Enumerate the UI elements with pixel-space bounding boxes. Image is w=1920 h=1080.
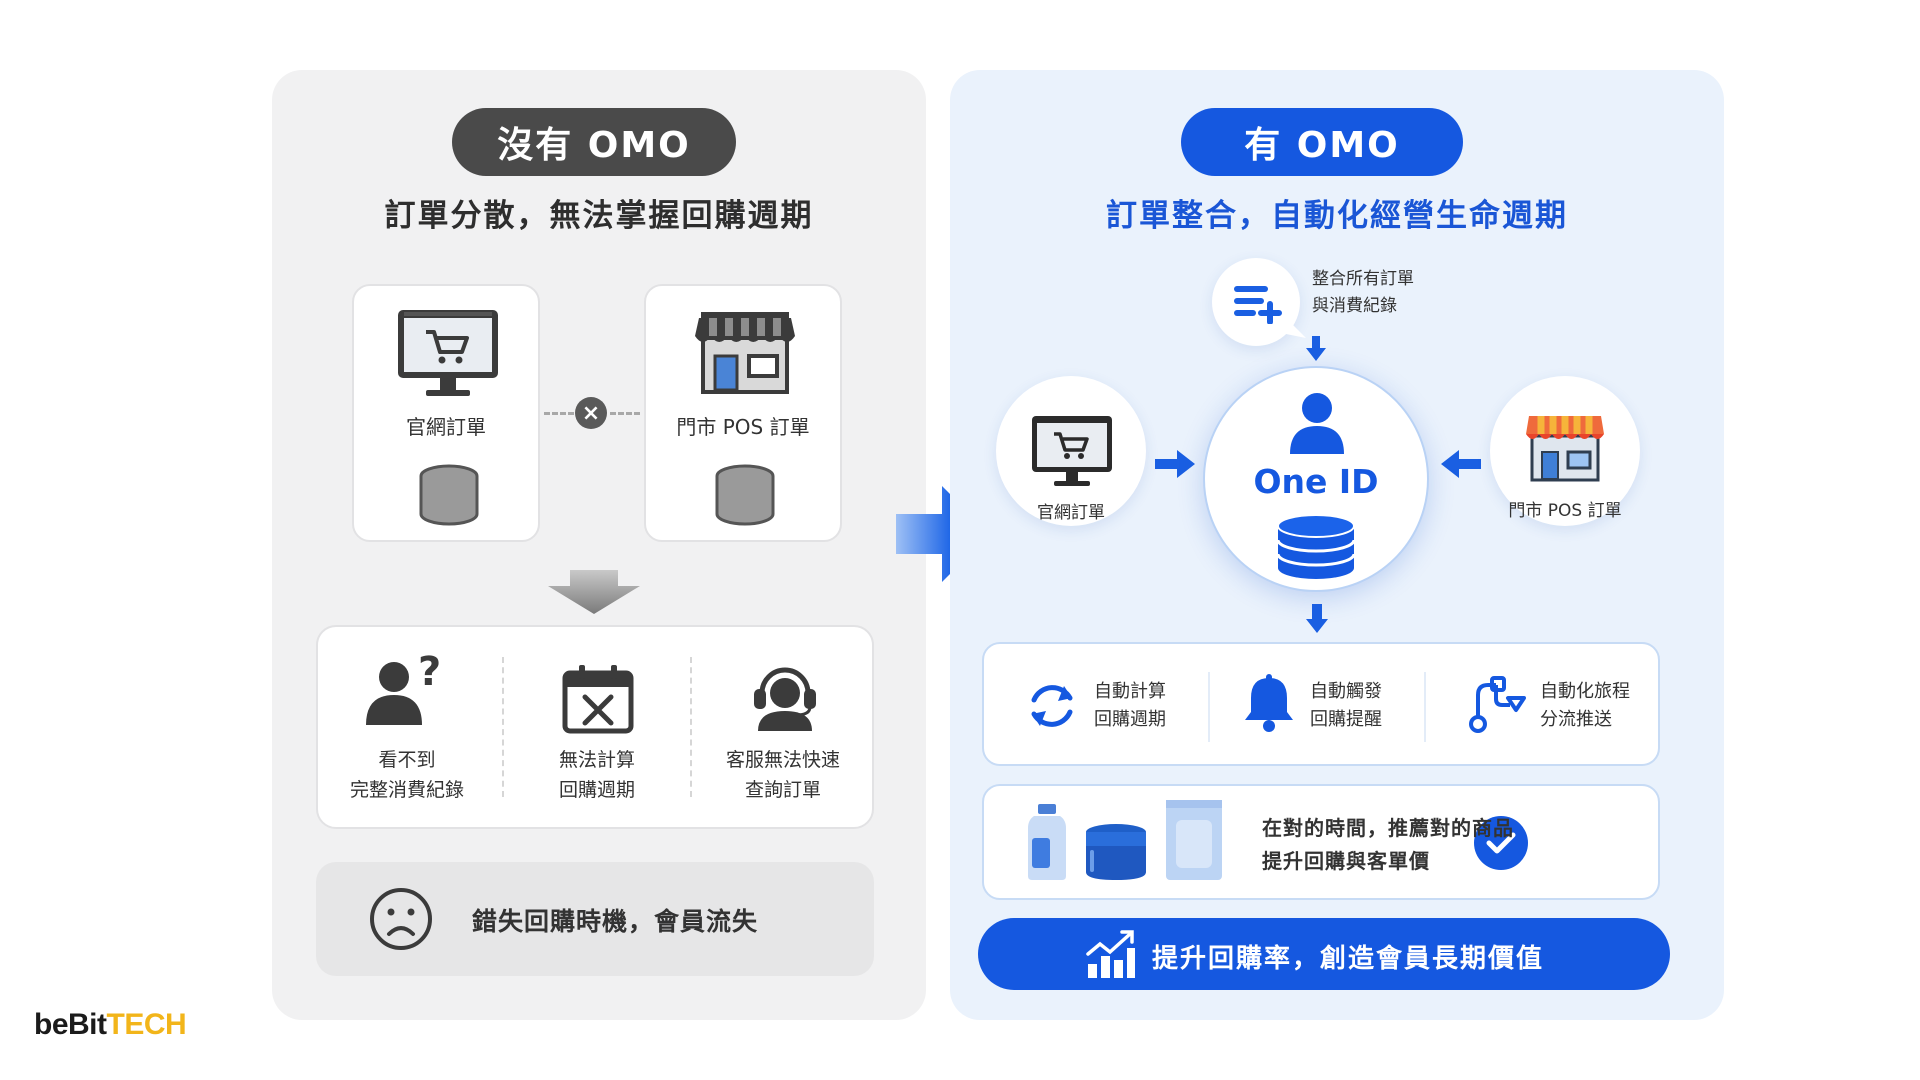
headset-agent-icon — [754, 667, 816, 731]
with-omo-pill: 有 OMO — [1181, 108, 1463, 176]
without-omo-pill: 沒有 OMO — [452, 108, 736, 176]
member-loss-box — [316, 862, 874, 976]
recommendation-line2: 提升回購與客單價 — [1262, 849, 1430, 873]
bell-icon — [1245, 674, 1293, 732]
refresh-icon — [1031, 685, 1073, 727]
database-icon — [1276, 514, 1356, 579]
brand-logo: beBitTECH — [34, 1008, 187, 1042]
divider — [1208, 672, 1210, 742]
member-loss-text: 錯失回購時機，會員流失 — [472, 907, 759, 936]
problems-box: ? 看不到 完整消費紀錄 無法計算 回購週期 客服無法快速 查詢訂單 — [316, 625, 874, 829]
auto-3-line1: 自動化旅程 — [1540, 681, 1630, 702]
problem-2-line2: 回購週期 — [558, 779, 635, 801]
list-add-icon — [1234, 286, 1282, 324]
problem-3-line1: 客服無法快速 — [725, 749, 840, 771]
problem-1-line2: 完整消費紀錄 — [349, 779, 464, 801]
database-icon — [715, 464, 775, 526]
disconnect-x-icon: × — [575, 397, 607, 429]
one-id-label: One ID — [1253, 462, 1379, 501]
check-circle-icon — [1474, 816, 1528, 870]
auto-1-line2: 回購週期 — [1094, 709, 1166, 730]
auto-3-line2: 分流推送 — [1540, 709, 1612, 730]
pos-order-card: 門市 POS 訂單 — [644, 284, 842, 542]
arrow-left-icon — [1441, 450, 1481, 478]
transition-arrow-icon — [896, 486, 990, 582]
broken-link-right — [610, 412, 640, 415]
problem-3-line2: 查詢訂單 — [744, 779, 821, 801]
auto-1-line1: 自動計算 — [1094, 681, 1166, 702]
arrow-down-small-icon — [1306, 604, 1328, 633]
sad-face-icon — [370, 888, 432, 950]
without-omo-panel — [272, 70, 926, 1020]
arrow-right-icon — [1155, 450, 1195, 478]
logo-part1: beBit — [34, 1008, 107, 1041]
with-omo-subtitle: 訂單整合，自動化經營生命週期 — [1106, 198, 1568, 234]
database-icon — [419, 464, 479, 526]
web-order-card: 官網訂單 — [352, 284, 540, 542]
web-order-label: 官網訂單 — [406, 415, 486, 439]
bottle-icon — [1028, 804, 1066, 880]
bubble-tail — [1284, 316, 1306, 338]
user-icon — [1290, 393, 1344, 454]
divider — [502, 657, 504, 797]
web-order-circle: 官網訂單 — [996, 376, 1146, 526]
auto-2-line2: 回購提醒 — [1310, 709, 1382, 730]
divider — [1424, 672, 1426, 742]
auto-2-line1: 自動觸發 — [1310, 681, 1382, 702]
problem-2-line1: 無法計算 — [558, 749, 635, 771]
storefront-icon — [695, 312, 795, 394]
recommendation-box — [982, 784, 1660, 900]
svg-text:?: ? — [418, 649, 441, 695]
pos-order-circle: 門市 POS 訂單 — [1490, 376, 1640, 526]
merge-records-bubble — [1212, 258, 1300, 346]
broken-link-left — [544, 412, 574, 415]
user-question-icon: ? — [366, 649, 441, 725]
monitor-cart-icon — [1032, 416, 1112, 486]
merge-records-line2: 與消費紀錄 — [1312, 296, 1397, 316]
automation-box: 自動計算 回購週期 自動觸發 回購提醒 自動化旅程 分流推送 — [982, 642, 1660, 766]
monitor-cart-icon — [398, 310, 498, 396]
web-order-circle-label: 官網訂單 — [1037, 503, 1105, 523]
pouch-icon — [1166, 800, 1222, 880]
journey-split-icon — [1469, 676, 1526, 733]
calendar-x-icon — [562, 665, 634, 734]
without-omo-subtitle: 訂單分散，無法掌握回購週期 — [384, 198, 814, 234]
storefront-icon — [1526, 416, 1604, 482]
growth-chart-icon — [1086, 930, 1135, 978]
pos-order-circle-label: 門市 POS 訂單 — [1508, 501, 1622, 521]
pos-order-label: 門市 POS 訂單 — [676, 415, 810, 439]
merge-records-line1: 整合所有訂單 — [1312, 269, 1414, 289]
value-banner-text: 提升回購率，創造會員長期價值 — [1152, 944, 1545, 974]
logo-part2: TECH — [106, 1008, 187, 1041]
problem-1-line1: 看不到 — [378, 749, 436, 771]
arrow-down-small-icon — [1306, 336, 1326, 361]
recommendation-line1: 在對的時間，推薦對的商品 — [1262, 816, 1514, 840]
jar-icon — [1086, 824, 1146, 880]
divider — [690, 657, 692, 797]
down-arrow-icon — [548, 570, 640, 614]
